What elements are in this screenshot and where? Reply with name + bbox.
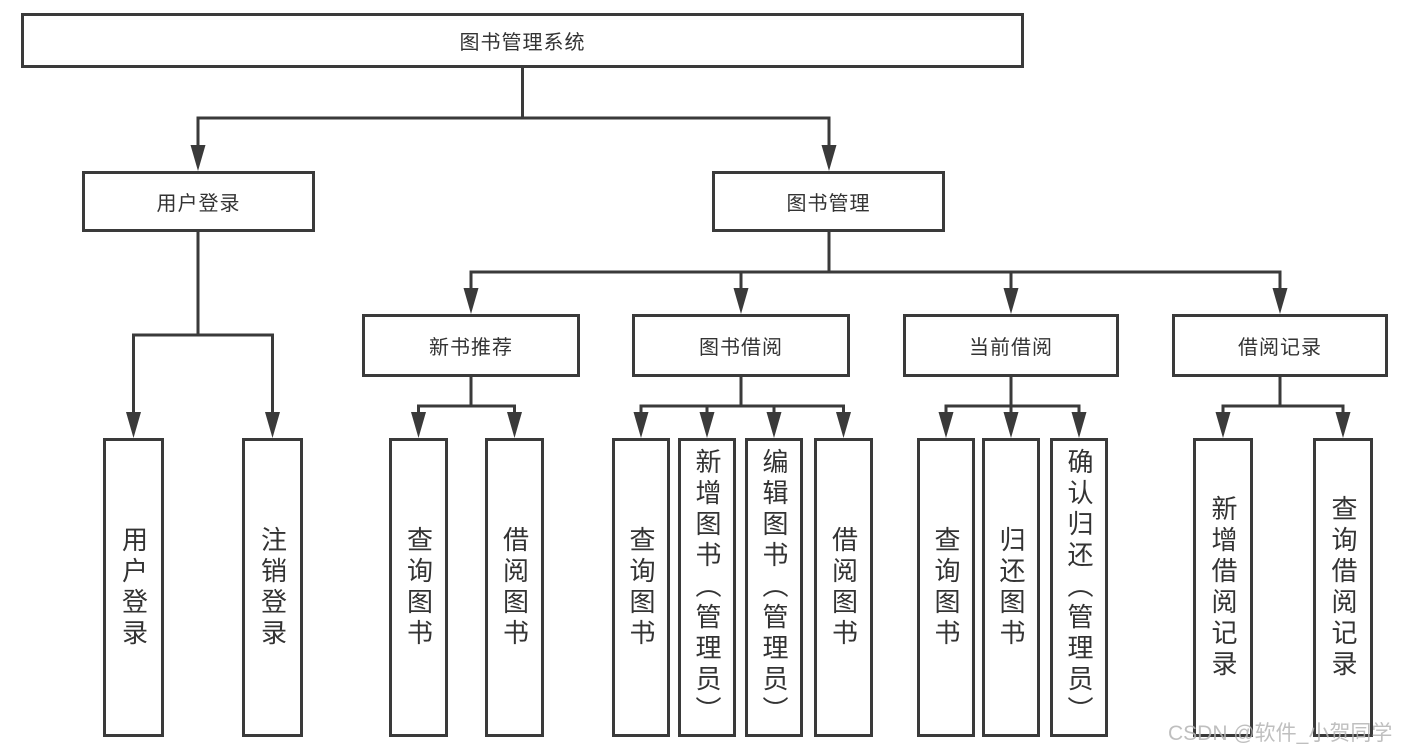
- node-add-books-admin-label: 新增图书（管理员）: [692, 448, 722, 727]
- node-borrow-books-recommend: 借阅图书: [485, 438, 544, 737]
- node-borrow-books-label: 借阅图书: [828, 525, 859, 650]
- node-current-borrowing: 当前借阅: [903, 314, 1119, 377]
- node-user-login-branch: 用户登录: [82, 171, 315, 232]
- node-query-borrow-record-label: 查询借阅记录: [1328, 494, 1358, 681]
- node-book-management-branch-label: 图书管理: [786, 193, 871, 215]
- node-borrowing-records: 借阅记录: [1172, 314, 1388, 377]
- node-user-login-branch-label: 用户登录: [156, 193, 241, 215]
- node-user-login-label: 用户登录: [118, 525, 149, 650]
- watermark: CSDN @软件_小贺同学: [1168, 722, 1393, 745]
- node-logout: 注销登录: [242, 438, 303, 737]
- node-confirm-return-admin-label: 确认归还（管理员）: [1064, 448, 1094, 727]
- node-logout-label: 注销登录: [257, 525, 288, 650]
- node-new-book-recommend-label: 新书推荐: [429, 337, 513, 359]
- node-add-books-admin: 新增图书（管理员）: [678, 438, 736, 737]
- node-return-books: 归还图书: [982, 438, 1040, 737]
- node-new-book-recommend: 新书推荐: [362, 314, 580, 377]
- node-query-books-borrowing-label: 查询图书: [626, 525, 656, 650]
- node-query-books-current-label: 查询图书: [931, 525, 961, 650]
- node-add-borrow-record-label: 新增借阅记录: [1208, 494, 1238, 681]
- node-book-management-branch: 图书管理: [712, 171, 945, 232]
- node-borrow-books: 借阅图书: [814, 438, 873, 737]
- node-library-system: 图书管理系统: [21, 13, 1024, 68]
- node-confirm-return-admin: 确认归还（管理员）: [1050, 438, 1108, 737]
- node-query-books-recommend: 查询图书: [389, 438, 448, 737]
- node-library-system-label: 图书管理系统: [459, 32, 586, 54]
- node-query-books-borrowing: 查询图书: [612, 438, 670, 737]
- node-add-borrow-record: 新增借阅记录: [1193, 438, 1253, 737]
- node-edit-books-admin: 编辑图书（管理员）: [745, 438, 803, 737]
- node-book-borrowing: 图书借阅: [632, 314, 850, 377]
- node-current-borrowing-label: 当前借阅: [969, 337, 1053, 359]
- node-query-books-recommend-label: 查询图书: [403, 525, 434, 650]
- node-edit-books-admin-label: 编辑图书（管理员）: [759, 448, 789, 727]
- node-query-borrow-record: 查询借阅记录: [1313, 438, 1373, 737]
- node-query-books-current: 查询图书: [917, 438, 975, 737]
- node-user-login: 用户登录: [103, 438, 164, 737]
- node-borrow-books-recommend-label: 借阅图书: [499, 525, 530, 650]
- node-borrowing-records-label: 借阅记录: [1238, 337, 1322, 359]
- node-book-borrowing-label: 图书借阅: [699, 337, 783, 359]
- node-return-books-label: 归还图书: [996, 525, 1026, 650]
